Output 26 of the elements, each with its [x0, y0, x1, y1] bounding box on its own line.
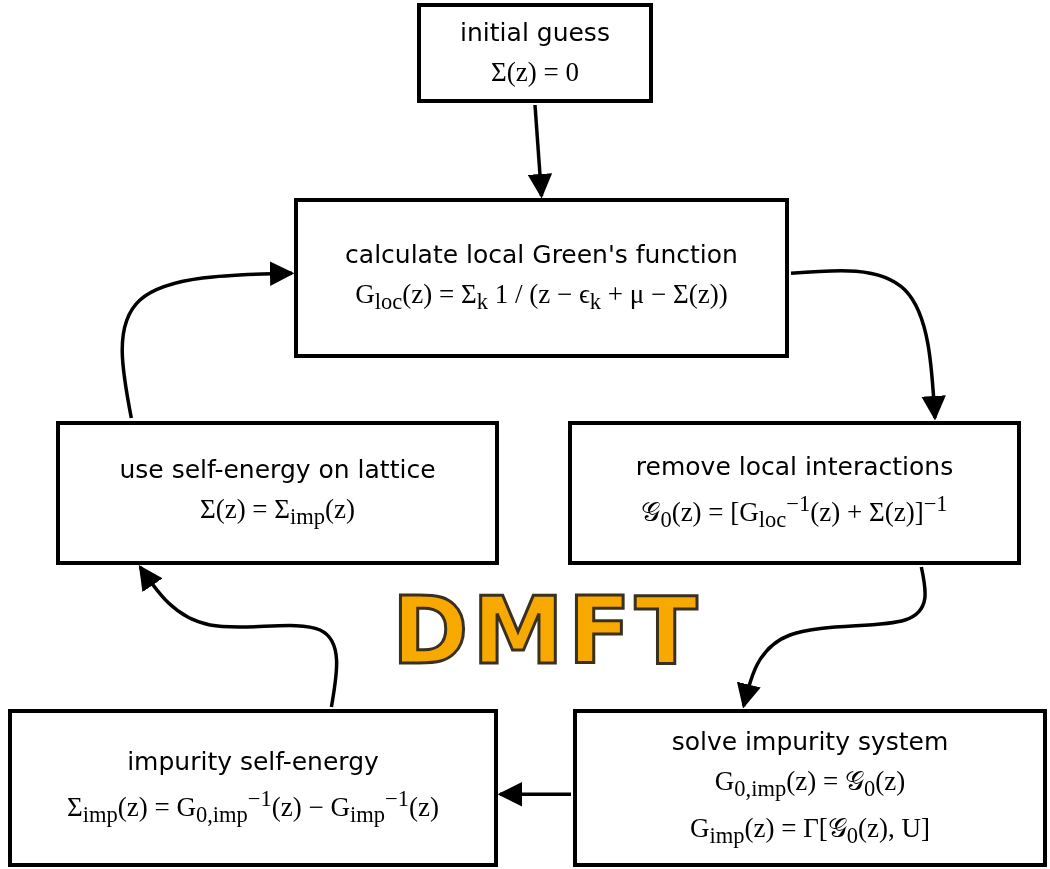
process-box	[294, 198, 789, 358]
step-title: solve impurity system	[671, 727, 949, 757]
step-title: use self-energy on lattice	[119, 455, 436, 485]
arrow	[527, 104, 553, 199]
arrow	[138, 565, 339, 708]
arrow	[737, 566, 927, 709]
arrow	[120, 261, 295, 419]
formula: G$_{imp}$(z) = Γ[𝒢$_{0}$(z), U]	[690, 812, 930, 849]
step-title: impurity self-energy	[127, 747, 379, 777]
step-title: initial guess	[460, 18, 610, 47]
process-box	[56, 421, 499, 565]
process-box	[417, 3, 653, 103]
arrow	[790, 268, 946, 421]
process-box	[8, 709, 498, 867]
process-box	[568, 421, 1021, 565]
formula: G$_{0,imp}$(z) = 𝒢$_{0}$(z)	[714, 766, 906, 803]
formula: 𝒢$_{0}$(z) = [G$_{loc}$$^{−1}$(z) + Σ(z)]$^{−1}$	[641, 491, 948, 534]
heading-label: DMFT	[392, 578, 702, 685]
arrow	[497, 782, 571, 807]
step-title: remove local interactions	[635, 452, 954, 482]
step-title: calculate local Green's function	[345, 240, 738, 270]
formula: G$_{loc}$(z) = Σ$_{k}$ 1 / (z − ϵ$_{k}$ + μ − Σ(z))	[355, 279, 728, 316]
process-box	[573, 709, 1047, 867]
formula: Σ$_{imp}$(z) = G$_{0,imp}$$^{−1}$(z) − G$_{imp}$$^{−1}$(z)	[67, 786, 439, 829]
formula: Σ(z) = Σ$_{imp}$(z)	[199, 494, 356, 531]
formula: Σ(z) = 0	[491, 57, 579, 88]
